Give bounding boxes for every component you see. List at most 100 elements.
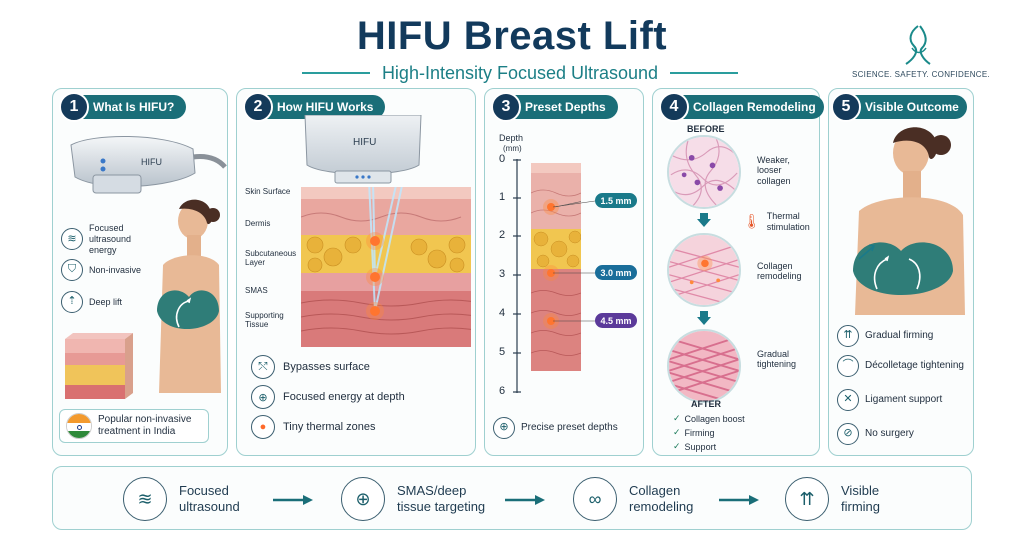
depth-tick: 5: [499, 346, 506, 358]
collagen-stimulation-image: [667, 233, 741, 307]
panel-4-number: 4: [659, 92, 689, 122]
thermometer-icon: 🌡: [743, 213, 761, 230]
panel-1-device-label: HIFU: [141, 157, 162, 167]
badge-label: Popular non-invasive treatment in India: [98, 414, 192, 437]
page-title: HIFU Breast Lift: [356, 14, 668, 58]
panel-what-is-hifu: 1 What Is HIFU? HIFU ≋ Focused ultrasoun…: [52, 88, 228, 456]
depth-tissue-column: [531, 163, 581, 371]
process-step-ultrasound: ≋ Focused ultrasound: [123, 477, 249, 521]
panel-1-title: What Is HIFU?: [93, 100, 175, 114]
feature-label: Gradual firming: [865, 330, 934, 341]
process-step-targeting: ⊕ SMAS/deep tissue targeting: [341, 477, 497, 521]
check-label: Firming: [684, 427, 715, 438]
panel-1-number: 1: [59, 92, 89, 122]
stage-thermal-stimulation: 🌡 Thermal stimulation: [743, 211, 813, 233]
process-step-firming: ⇈ Visible firming: [785, 477, 901, 521]
feature-label: Ligament support: [865, 394, 943, 405]
panel-5-title: Visible Outcome: [865, 100, 959, 114]
arrow-right-icon: [505, 495, 545, 505]
layer-label-subcutaneous: Subcutaneous Layer: [245, 249, 297, 268]
feature-label: Tiny thermal zones: [283, 421, 376, 433]
panel-1-header: 1 What Is HIFU?: [59, 92, 187, 122]
layer-label-smas: SMAS: [245, 286, 268, 295]
subtitle-rule-right: [670, 72, 739, 74]
depth-tick: 6: [499, 385, 506, 397]
stage-label-gradual-tightening: Gradual tightening: [757, 349, 797, 370]
depth-pill-1-5: 1.5 mm: [595, 193, 637, 208]
arrow-down-icon: [697, 213, 711, 227]
panel-2-title: How HIFU Works: [277, 100, 374, 114]
panel-preset-depths: 3 Preset Depths Depth (mm) 0 1 2 3 4 5 6…: [484, 88, 644, 456]
hifu-transducer-image: HIFU: [304, 115, 422, 184]
after-label: AFTER: [691, 399, 721, 409]
stage-label-collagen-remodeling: Collagen remodeling: [757, 261, 802, 282]
feature-precise-depths: ⊕ Precise preset depths: [493, 417, 618, 439]
panel-4-header: 4 Collagen Remodeling: [659, 92, 824, 122]
check-label: Collagen boost: [684, 413, 745, 424]
panel-4-title: Collagen Remodeling: [693, 100, 816, 114]
collagen-after-image: [667, 329, 741, 403]
depth-axis-label: Depth: [499, 133, 524, 143]
arrows-up-icon: ⇈: [785, 477, 829, 521]
tissue-layers-diagram: [301, 187, 471, 347]
before-label: BEFORE: [687, 124, 725, 134]
brand-tagline: SCIENCE. SAFETY. CONFIDENCE.: [851, 70, 991, 79]
panel-2-number: 2: [243, 92, 273, 122]
subtitle-row: High-Intensity Focused Ultrasound: [290, 62, 750, 84]
checkmark-icon: ✓: [673, 413, 681, 423]
stage-label: Thermal stimulation: [766, 211, 810, 232]
depth-tick: 2: [499, 229, 506, 241]
panel-3-number: 3: [491, 92, 521, 122]
arrow-right-icon: [273, 495, 313, 505]
feature-label: Precise preset depths: [521, 422, 618, 433]
depth-tick: 4: [499, 307, 506, 319]
firming-arrows-icon: ⇈: [837, 325, 859, 347]
process-step-label: Visible firming: [841, 482, 881, 514]
depth-pill-3-0: 3.0 mm: [595, 265, 637, 280]
panel-3-header: 3 Preset Depths: [491, 92, 618, 122]
hifu-device-image: HIFU: [70, 136, 227, 194]
outcome-no-surgery: ⊘ No surgery: [837, 423, 914, 445]
feature-bypasses-surface: ⤲ Bypasses surface: [251, 355, 370, 379]
panel-3-title: Preset Depths: [525, 100, 606, 114]
process-bar: ≋ Focused ultrasound ⊕ SMAS/deep tissue …: [52, 466, 972, 530]
collagen-before-image: [667, 135, 741, 209]
thermal-dot-icon: ●: [251, 415, 275, 439]
outcome-gradual-firming: ⇈ Gradual firming: [837, 325, 933, 347]
dna-icon: ∞: [573, 477, 617, 521]
page-subtitle: High-Intensity Focused Ultrasound: [381, 62, 659, 83]
india-flag-icon: [66, 413, 92, 439]
feature-thermal-zones: ● Tiny thermal zones: [251, 415, 376, 439]
target-icon: ⊕: [251, 385, 275, 409]
ultrasound-waves-icon: ≋: [123, 477, 167, 521]
feature-label: Bypasses surface: [283, 361, 370, 373]
ultrasound-waves-icon: ≋: [61, 228, 83, 251]
brand-logo-icon: [905, 25, 931, 65]
panel-visible-outcome: 5 Visible Outcome ⇈ Gradual firming ⌒ Dé…: [828, 88, 974, 456]
checkmark-icon: ✓: [673, 441, 681, 451]
layer-label-skin-surface: Skin Surface: [245, 187, 291, 196]
checkmark-icon: ✓: [673, 427, 681, 437]
depth-tick: 1: [499, 191, 506, 203]
arrow-right-icon: [719, 495, 759, 505]
feature-label: Focused ultrasound energy: [89, 223, 132, 255]
process-step-label: Collagen remodeling: [629, 482, 694, 514]
outcome-ligament-support: ✕ Ligament support: [837, 389, 942, 411]
decolletage-icon: ⌒: [837, 355, 859, 377]
india-badge: Popular non-invasive treatment in India: [59, 409, 209, 443]
feature-non-invasive: ⛉ Non-invasive: [61, 259, 161, 281]
process-step-label: SMAS/deep tissue targeting: [397, 482, 486, 514]
target-icon: ⊕: [341, 477, 385, 521]
woman-profile-image: [157, 199, 221, 393]
panel-5-header: 5 Visible Outcome: [831, 92, 967, 122]
feature-label: Deep lift: [89, 296, 123, 307]
outcome-decolletage: ⌒ Décolletage tightening: [837, 355, 969, 377]
check-collagen-boost: ✓Collagen boost: [673, 413, 745, 424]
stage-label-weaker-collagen: Weaker, looser collagen: [757, 155, 791, 186]
panel-2-device-label: HIFU: [353, 137, 376, 148]
process-step-collagen: ∞ Collagen remodeling: [573, 477, 709, 521]
arrow-down-icon: [697, 311, 711, 325]
feature-label: Non-invasive: [89, 264, 142, 275]
check-label: Support: [684, 441, 717, 452]
feature-label: Focused energy at depth: [283, 391, 405, 403]
